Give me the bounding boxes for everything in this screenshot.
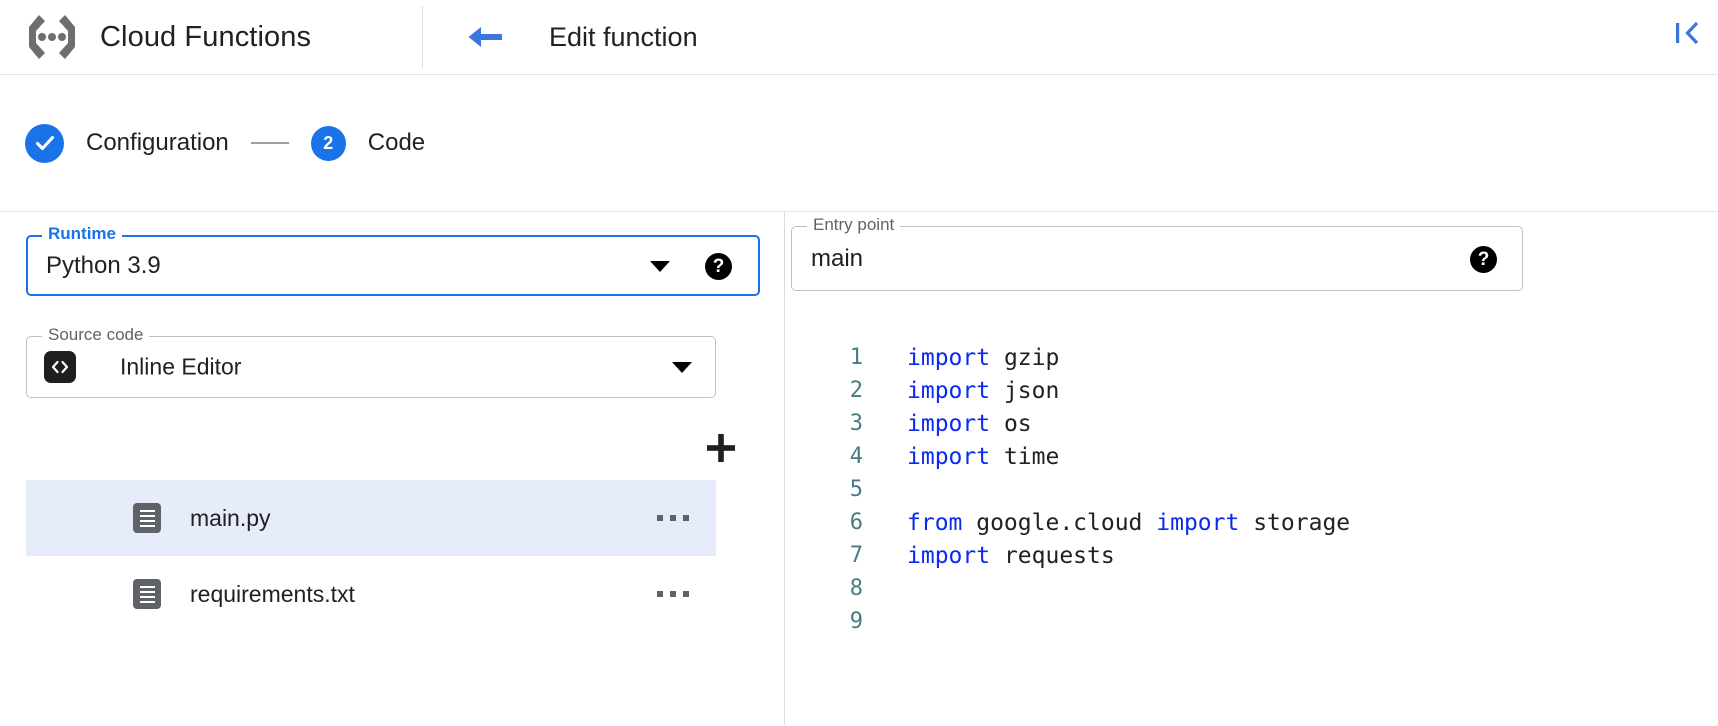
source-code-label: Source code [42, 325, 150, 345]
code-line-text: import json [907, 377, 1060, 404]
file-row-main-py[interactable]: main.py [26, 480, 716, 556]
wizard-stepper: Configuration 2 Code [0, 75, 1718, 212]
source-code-select[interactable]: Source code Inline Editor [26, 325, 716, 398]
line-number: 1 [849, 345, 863, 370]
product-branding[interactable]: Cloud Functions [0, 11, 400, 63]
product-title: Cloud Functions [100, 20, 312, 53]
file-document-icon [133, 579, 161, 609]
file-name: requirements.txt [190, 580, 355, 607]
app-header: Cloud Functions Edit function [0, 0, 1718, 75]
line-number: 8 [849, 576, 863, 601]
line-number: 4 [849, 444, 863, 469]
more-horizontal-icon[interactable] [657, 591, 689, 597]
code-line-text: import requests [907, 542, 1115, 569]
code-line-text: import time [907, 443, 1060, 470]
right-pane: Entry point main ? 1 import gzip 2 import j… [785, 212, 1718, 725]
entry-point-field-outline [791, 226, 1523, 291]
line-number: 2 [849, 378, 863, 403]
source-code-value: Inline Editor [120, 353, 242, 380]
code-editor[interactable]: 1 import gzip 2 import json 3 import os 4 impor… [785, 327, 1718, 725]
page-title: Edit function [549, 21, 698, 52]
step-code[interactable]: 2 Code [310, 125, 426, 161]
step-configuration[interactable]: Configuration [25, 123, 229, 163]
code-line: 3 import os [785, 407, 1718, 440]
runtime-value: Python 3.9 [46, 251, 161, 279]
chevron-down-icon[interactable] [650, 260, 670, 272]
add-file-button[interactable] [704, 431, 738, 465]
file-name: main.py [190, 504, 271, 531]
check-icon [35, 135, 54, 151]
step-configuration-marker [25, 123, 64, 163]
back-arrow-icon[interactable] [465, 22, 505, 52]
code-line: 5 [785, 473, 1718, 506]
line-number: 7 [849, 543, 863, 568]
line-number: 3 [849, 411, 863, 436]
body-content: Runtime Python 3.9 ? Source code Inline … [0, 212, 1718, 725]
code-line: 1 import gzip [785, 341, 1718, 374]
runtime-select[interactable]: Runtime Python 3.9 ? [26, 224, 760, 296]
runtime-help-icon[interactable]: ? [705, 252, 732, 280]
line-number: 9 [849, 609, 863, 634]
collapse-panel-icon[interactable] [1670, 16, 1704, 50]
more-horizontal-icon[interactable] [657, 515, 689, 521]
code-brackets-icon [44, 351, 76, 383]
file-row-requirements-txt[interactable]: requirements.txt [26, 556, 716, 632]
step-configuration-label: Configuration [86, 129, 229, 156]
code-line: 2 import json [785, 374, 1718, 407]
entry-point-input[interactable]: Entry point main ? [791, 215, 1523, 291]
code-line: 6 from google.cloud import storage [785, 506, 1718, 539]
entry-point-label: Entry point [807, 215, 901, 235]
code-line-text: from google.cloud import storage [907, 509, 1351, 536]
header-divider [422, 6, 423, 68]
entry-point-value: main [811, 244, 864, 272]
line-number: 6 [849, 510, 863, 535]
step-code-label: Code [367, 129, 426, 156]
code-line-text: import gzip [907, 344, 1060, 371]
chevron-down-icon[interactable] [672, 362, 692, 373]
step-code-number: 2 [323, 133, 334, 153]
code-line: 9 [785, 605, 1718, 638]
step-code-marker: 2 [310, 125, 346, 161]
file-document-icon [133, 503, 161, 533]
code-line-text: import os [907, 410, 1032, 437]
step-connector [250, 142, 289, 144]
line-number: 5 [849, 477, 863, 502]
code-line: 7 import requests [785, 539, 1718, 572]
left-pane: Runtime Python 3.9 ? Source code Inline … [0, 212, 785, 725]
code-line: 8 [785, 572, 1718, 605]
runtime-label: Runtime [42, 224, 122, 244]
cloud-functions-logo-icon [29, 15, 75, 59]
entry-point-help-icon[interactable]: ? [1470, 245, 1497, 273]
code-line: 4 import time [785, 440, 1718, 473]
file-list: main.py requirements.txt [26, 480, 716, 632]
